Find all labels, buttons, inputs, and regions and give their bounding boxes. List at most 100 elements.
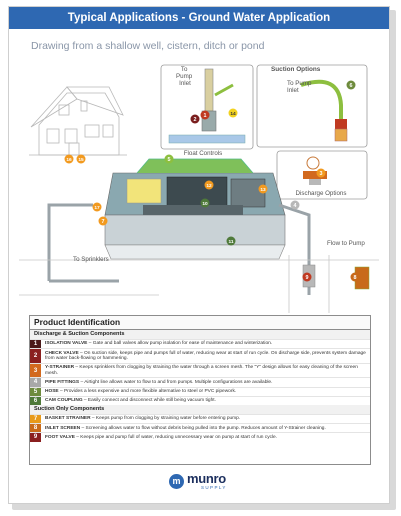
document-page: Typical Applications - Ground Water Appl… <box>8 6 390 504</box>
component-detail: – Airtight line allows water to flow to … <box>79 379 273 385</box>
callout-6: 6 <box>346 80 356 90</box>
component-description: HOSE – Provides a less expensive and mor… <box>41 388 240 396</box>
product-identification-table: Product Identification Discharge & Sucti… <box>29 315 371 465</box>
label-to-sprinklers: To Sprinklers <box>73 256 109 263</box>
callout-13: 13 <box>258 184 268 194</box>
callout-3: 3 <box>316 168 326 178</box>
svg-text:1: 1 <box>204 113 207 119</box>
callout-16: 16 <box>64 154 74 164</box>
component-detail: – Keeps pump from clogging by straining … <box>90 416 241 422</box>
component-number-badge: 9 <box>30 433 41 442</box>
component-name: FOOT VALVE <box>45 434 75 440</box>
component-detail: – Screening allows water to flow without… <box>80 425 326 431</box>
ground-line <box>19 255 379 313</box>
component-name: Y-STRAINER <box>45 365 75 371</box>
component-number-badge: 8 <box>30 424 41 433</box>
svg-text:9: 9 <box>306 275 309 281</box>
svg-text:2: 2 <box>194 117 197 123</box>
label-discharge-options: Discharge Options <box>296 190 347 197</box>
svg-text:6: 6 <box>350 83 353 89</box>
component-description: BASKET STRAINER – Keeps pump from cloggi… <box>41 415 244 423</box>
svg-text:13: 13 <box>260 187 266 193</box>
component-description: INLET SCREEN – Screening allows water to… <box>41 424 330 432</box>
component-description: CAM COUPLING – Easily connect and discon… <box>41 397 220 405</box>
logo-tagline: SUPPLY <box>201 485 227 490</box>
label-float-controls: Float Controls <box>184 150 223 157</box>
callout-14: 14 <box>228 108 238 118</box>
pump-enclosure <box>104 158 286 260</box>
page-subtitle: Drawing from a shallow well, cistern, di… <box>31 40 265 52</box>
ground-water-diagram: To Pump Inlet Suction Options To Pump In… <box>19 64 379 313</box>
suction-only-heading: Suction Only Components <box>30 404 370 414</box>
callout-10: 10 <box>200 198 210 208</box>
component-detail: – Easily connect and disconnect while st… <box>82 398 216 404</box>
component-detail: – Keeps sprinklers from clogging by stra… <box>45 365 358 376</box>
svg-text:4: 4 <box>294 203 297 209</box>
float-controls-box <box>160 64 254 150</box>
svg-text:3: 3 <box>320 171 323 177</box>
component-name: CHECK VALVE <box>45 350 79 356</box>
label-to-pump-inlet-1: To Pump Inlet <box>176 66 194 87</box>
svg-text:15: 15 <box>78 157 84 163</box>
component-detail: – On suction side, keeps pipe and pumps … <box>45 350 366 361</box>
svg-text:7: 7 <box>102 219 105 225</box>
callout-9: 9 <box>302 272 312 282</box>
component-description: PIPE FITTINGS – Airtight line allows wat… <box>41 378 276 386</box>
callout-12: 12 <box>204 180 214 190</box>
component-number-badge: 7 <box>30 414 41 424</box>
house-drawing <box>29 86 127 156</box>
svg-text:14: 14 <box>230 111 236 117</box>
component-description: CHECK VALVE – On suction side, keeps pip… <box>41 349 370 363</box>
callout-1: 1 <box>200 110 210 120</box>
component-number-badge: 3 <box>30 363 41 378</box>
component-name: BASKET STRAINER <box>45 416 91 422</box>
component-number-badge: 6 <box>30 396 41 405</box>
suction-options-box <box>256 64 368 148</box>
component-detail: – Gate and ball valves allow pump isolat… <box>87 341 273 347</box>
svg-text:17: 17 <box>94 205 100 211</box>
component-description: FOOT VALVE – Keeps pipe and pump full of… <box>41 433 281 441</box>
logo-mark: m <box>169 474 184 489</box>
component-number-badge: 1 <box>30 340 41 349</box>
component-name: CAM COUPLING <box>45 398 83 404</box>
label-to-pump-inlet-2: To Pump Inlet <box>287 80 313 94</box>
callout-11: 11 <box>226 236 236 246</box>
logo-name: munro <box>187 471 226 486</box>
svg-text:5: 5 <box>168 157 171 163</box>
svg-text:8: 8 <box>354 275 357 281</box>
svg-text:12: 12 <box>206 183 212 189</box>
callout-4: 4 <box>290 200 300 210</box>
page-title: Typical Applications - Ground Water Appl… <box>9 7 389 29</box>
callout-7: 7 <box>98 216 108 226</box>
svg-text:16: 16 <box>66 157 72 163</box>
component-detail: – Keeps pipe and pump full of water, red… <box>74 434 278 440</box>
callout-15: 15 <box>76 154 86 164</box>
callout-2: 2 <box>190 114 200 124</box>
component-number-badge: 2 <box>30 349 41 363</box>
callout-8: 8 <box>350 272 360 282</box>
component-description: ISOLATION VALVE – Gate and ball valves a… <box>41 340 276 348</box>
component-name: HOSE <box>45 388 59 394</box>
svg-text:11: 11 <box>228 239 233 245</box>
component-description: Y-STRAINER – Keeps sprinklers from clogg… <box>41 364 370 378</box>
label-flow-to-pump: Flow to Pump <box>327 240 365 247</box>
svg-text:10: 10 <box>202 201 208 207</box>
component-number-badge: 4 <box>30 378 41 387</box>
component-name: PIPE FITTINGS <box>45 379 80 385</box>
munro-supply-logo: m munro SUPPLY <box>169 471 227 490</box>
callout-17: 17 <box>92 202 102 212</box>
component-name: ISOLATION VALVE <box>45 341 88 347</box>
component-number-badge: 5 <box>30 387 41 396</box>
label-suction-options: Suction Options <box>271 66 321 73</box>
component-name: INLET SCREEN <box>45 425 81 431</box>
